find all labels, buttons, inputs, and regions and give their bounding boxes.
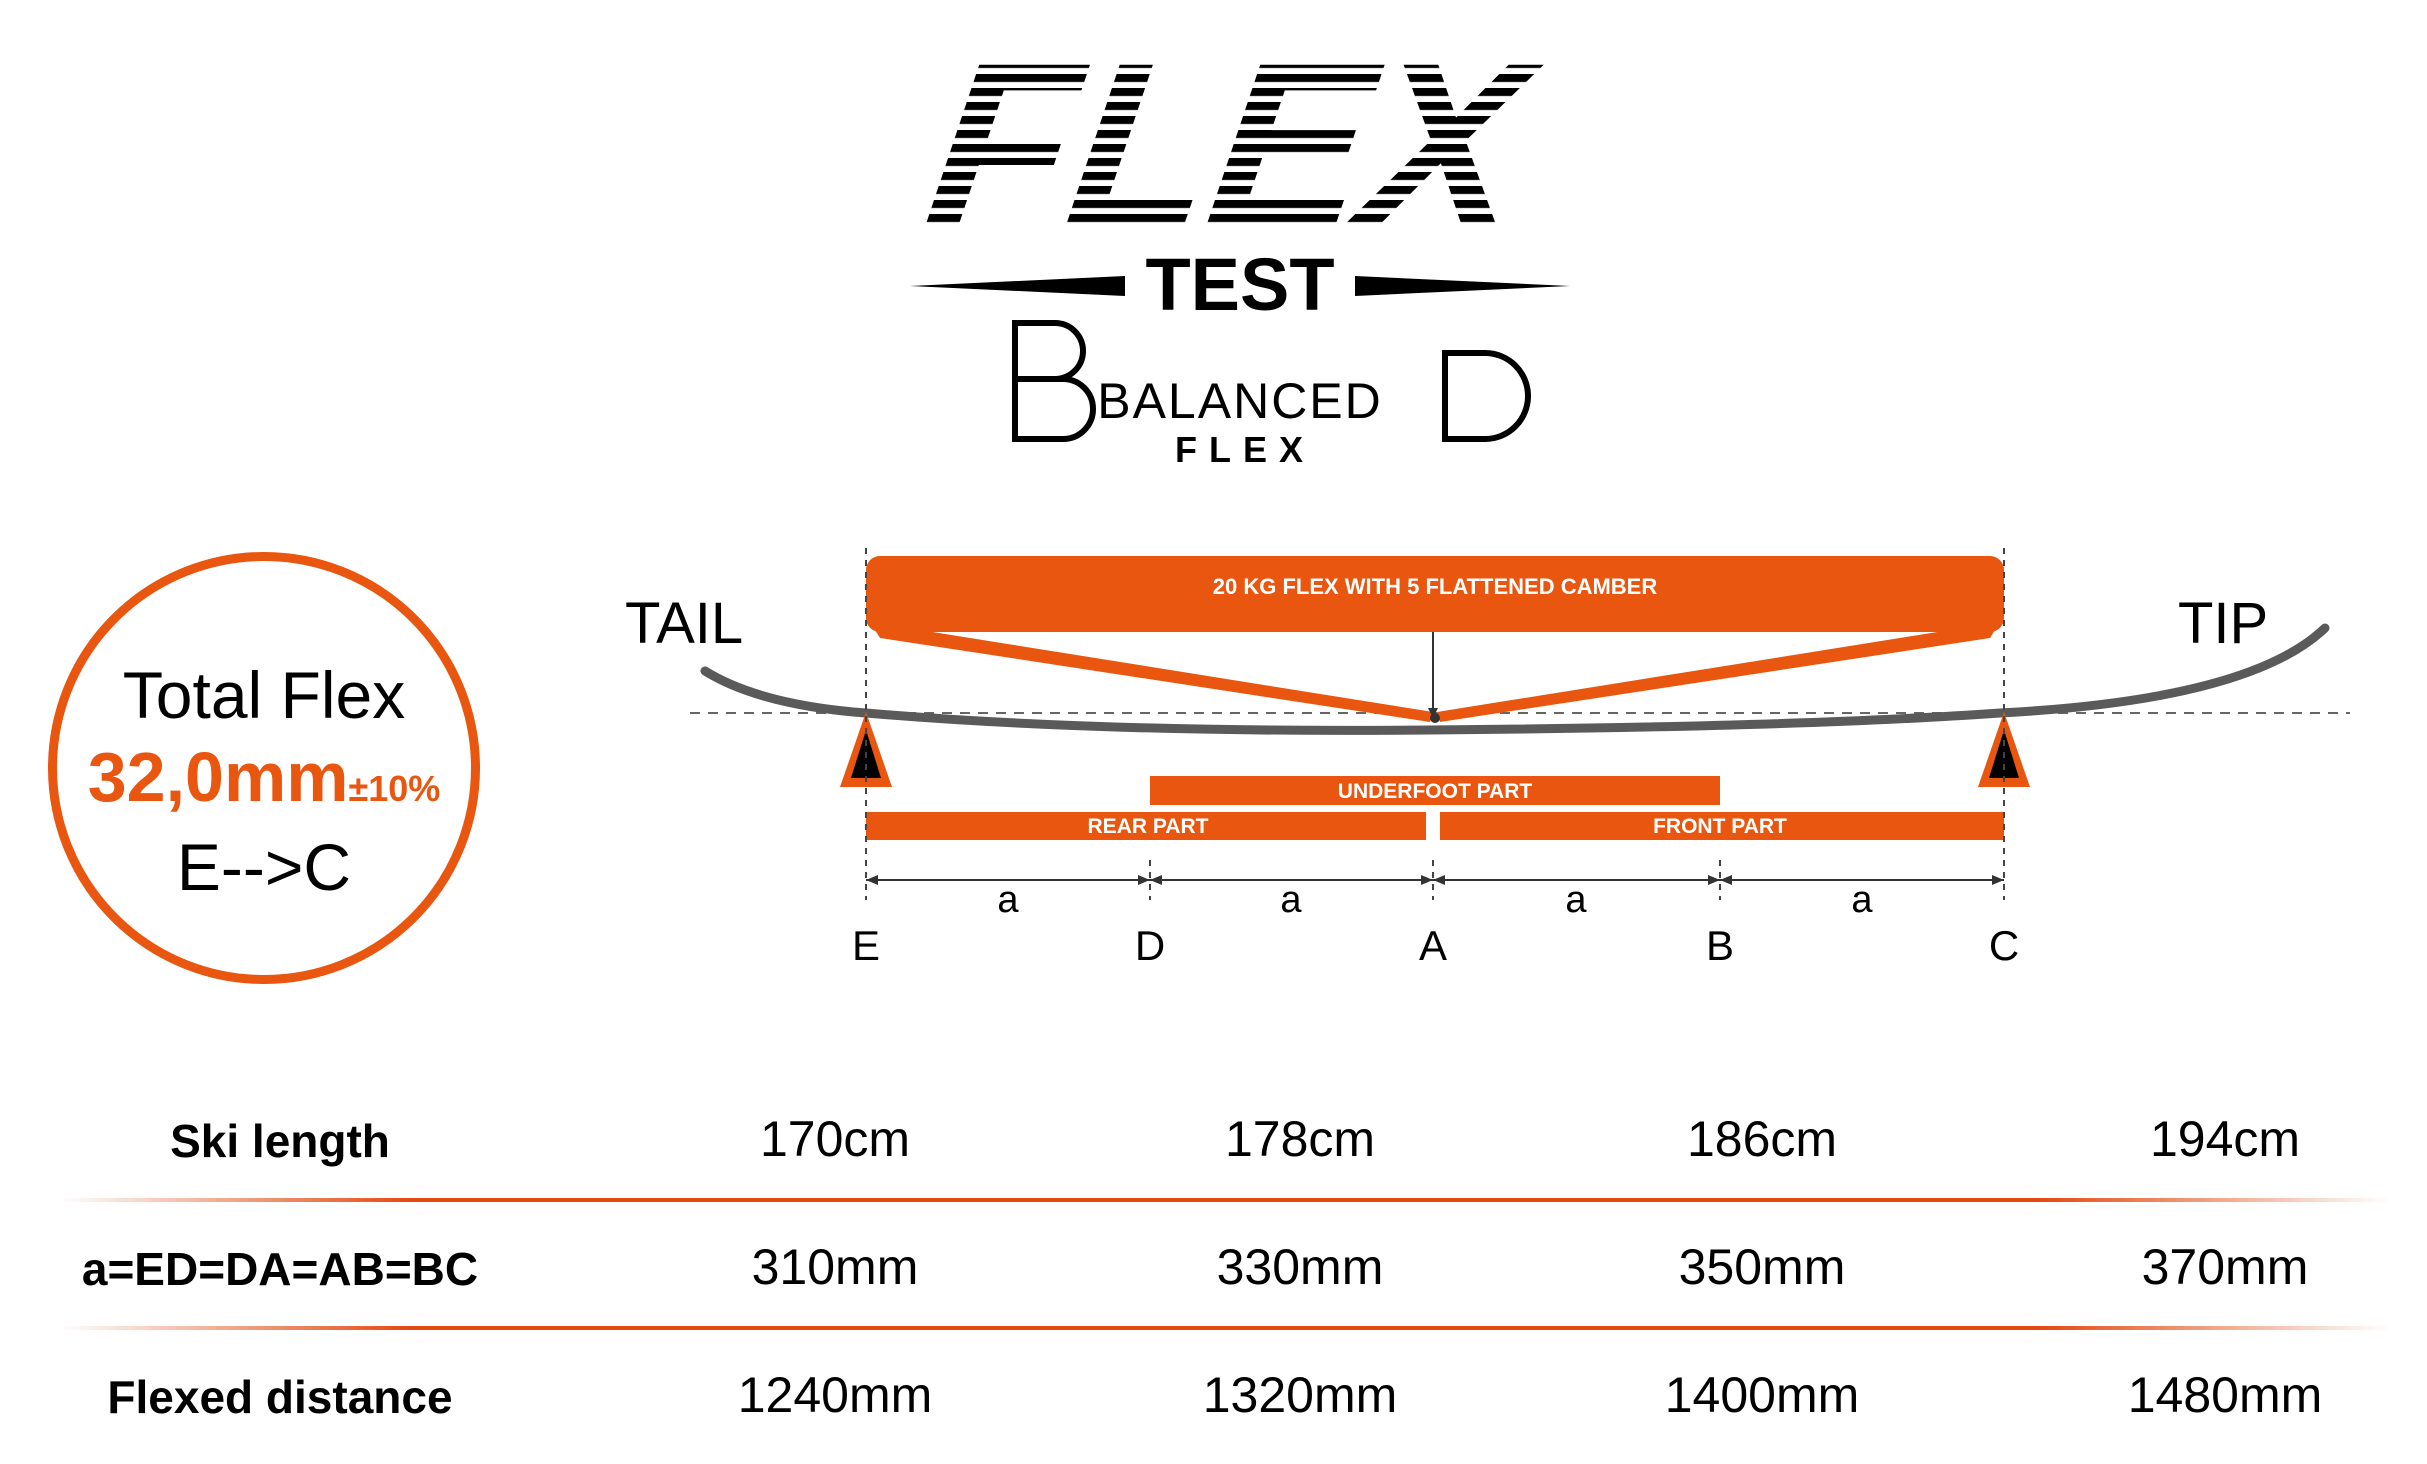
table-cell: 186cm: [1686, 1111, 1838, 1167]
balanced-logo: BALANCED FLEX: [1012, 320, 1531, 468]
balanced-flex-text: FLEX: [1175, 429, 1315, 468]
table-cell: 330mm: [1216, 1239, 1384, 1295]
row-divider: [60, 1326, 2390, 1330]
total-flex-value-line: 32,0mm±10%: [57, 737, 471, 817]
tip-support: [1978, 712, 2030, 787]
row-label: Flexed distance: [107, 1371, 453, 1423]
table-cell: 350mm: [1678, 1239, 1846, 1295]
total-flex-value: 32,0mm: [87, 738, 349, 816]
point-e: E: [852, 922, 880, 969]
logo-test-text: TEST: [1145, 243, 1334, 326]
total-flex-tolerance: ±10%: [348, 768, 441, 809]
table-cell: 194cm: [2149, 1111, 2301, 1167]
segment-label-da: a: [1280, 879, 1302, 921]
rear-bar: [866, 812, 1426, 840]
row-divider: [60, 1198, 2390, 1202]
table-row: a=ED=DA=AB=BC 310mm 330mm 350mm 370mm: [60, 1208, 2390, 1336]
table-cell: 370mm: [2141, 1239, 2309, 1295]
front-bar: [1440, 812, 2004, 840]
segment-label-ab: a: [1565, 879, 1587, 921]
table-row: Flexed distance 1240mm 1320mm 1400mm 148…: [60, 1336, 2390, 1464]
table-cell: 170cm: [759, 1111, 911, 1167]
logo-test-bar: [910, 276, 1570, 296]
underfoot-bar: [1150, 776, 1720, 805]
balanced-text: BALANCED: [1097, 373, 1383, 429]
row-label: a=ED=DA=AB=BC: [81, 1243, 479, 1295]
tail-support: [840, 712, 892, 787]
tip-label: TIP: [2178, 591, 2268, 656]
point-b: B: [1706, 922, 1734, 969]
guide-lines: [865, 548, 2005, 900]
dimension-arrows: [866, 875, 2004, 885]
table-cell: 310mm: [751, 1239, 919, 1295]
ski-profile: [700, 623, 2330, 735]
flex-direction: E-->C: [176, 830, 352, 904]
total-flex-badge: Total Flex 32,0mm±10% E-->C: [48, 552, 480, 984]
spec-table: Ski length 170cm 178cm 186cm 194cm a=ED=…: [60, 1080, 2390, 1464]
total-flex-title: Total Flex: [122, 658, 406, 732]
table-cell: 178cm: [1224, 1111, 1376, 1167]
table-cell: 1480mm: [2127, 1367, 2323, 1423]
row-label: Ski length: [170, 1115, 390, 1167]
flex-diagram: 20 KG FLEX WITH 5 FLATTENED CAMBER TAIL …: [625, 548, 2350, 969]
table-cell: 1320mm: [1202, 1367, 1398, 1423]
point-d: D: [1135, 922, 1165, 969]
load-banner: [866, 556, 2004, 632]
load-arm-left: [870, 622, 1433, 722]
segment-label-ed: a: [997, 879, 1019, 921]
point-a: A: [1419, 922, 1447, 969]
flex-test-logo: FLEX TEST BALANCED FLEX: [910, 18, 1570, 468]
front-label: FRONT PART: [1653, 815, 1787, 838]
logo-flex-text: FLEX: [915, 18, 1551, 272]
tail-label: TAIL: [625, 591, 743, 656]
table-row: Ski length 170cm 178cm 186cm 194cm: [60, 1080, 2390, 1208]
load-banner-text: 20 KG FLEX WITH 5 FLATTENED CAMBER: [1213, 574, 1658, 599]
table-cell: 1400mm: [1664, 1367, 1860, 1423]
rear-label: REAR PART: [1088, 815, 1209, 838]
segment-label-bc: a: [1851, 879, 1873, 921]
point-c: C: [1989, 922, 2019, 969]
table-cell: 1240mm: [737, 1367, 933, 1423]
load-arm-right: [1437, 622, 2000, 722]
underfoot-label: UNDERFOOT PART: [1338, 780, 1533, 803]
